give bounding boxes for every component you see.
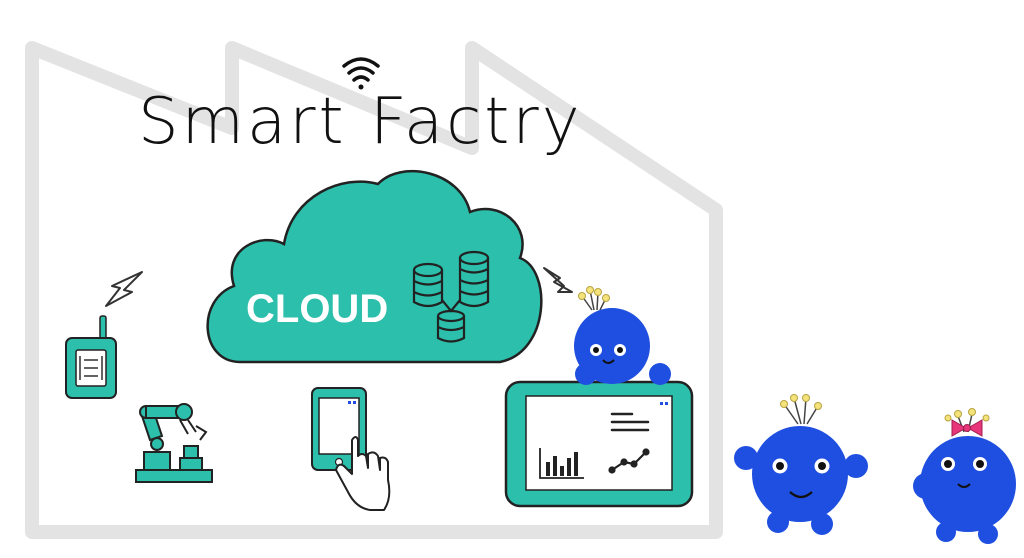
page-title: Smart Factry	[138, 85, 583, 159]
mascot-eyes	[941, 457, 987, 471]
cloud-label: CLOUD	[246, 287, 388, 331]
tablet-touch-icon	[311, 387, 391, 511]
text-lines-icon	[610, 412, 650, 432]
line-chart-icon	[608, 448, 650, 474]
mascot-eyes	[772, 458, 830, 474]
database-stack-left	[412, 262, 444, 308]
monitor-dashboard-icon	[504, 380, 694, 508]
database-connector	[441, 299, 461, 313]
bow-icon	[951, 419, 983, 437]
robot-arm-icon	[135, 403, 213, 483]
iot-sensor-icon	[65, 315, 117, 399]
mascot-character-male	[734, 394, 868, 535]
database-icon	[412, 250, 490, 343]
lightning-icon-right	[543, 267, 573, 293]
bar-chart-icon	[539, 448, 584, 479]
mascot-eyes	[590, 344, 626, 356]
cloud-shape	[206, 170, 543, 364]
mascot-character	[574, 286, 671, 385]
mascot-character-female	[913, 408, 1016, 544]
hand-icon	[335, 436, 391, 511]
wifi-icon	[342, 57, 380, 90]
factory-outline	[25, 41, 723, 539]
lightning-icon-left	[105, 271, 143, 307]
database-stack-right	[458, 250, 490, 308]
